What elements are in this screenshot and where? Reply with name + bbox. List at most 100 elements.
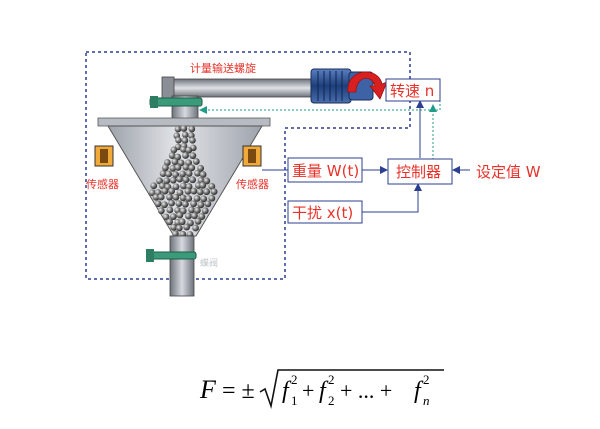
material-ball [175,200,183,208]
material-ball [162,213,170,221]
material-ball [171,158,179,166]
error-formula: F = ± f 2 1 + f 2 2 + ... + f 2 n [198,364,458,414]
material-ball [157,207,165,215]
material-ball [181,131,189,139]
material-ball [194,169,201,177]
material-ball [203,177,211,185]
material-ball [188,125,196,133]
material-ball [193,207,201,214]
material-ball [203,188,210,196]
term3-sub: n [423,393,430,408]
setpoint-label: 设定值 W [476,163,541,181]
material-ball [197,201,205,209]
material-ball [170,223,178,231]
material-ball [192,224,199,232]
sensor-right-label: 传感器 [236,178,269,191]
material-ball [182,152,189,159]
material-ball [176,175,184,183]
sqrt-sign-icon [259,369,444,410]
material-ball [185,146,193,154]
material-ball [168,199,175,207]
material-ball [166,193,173,201]
material-ball [188,164,196,172]
material-ball [208,194,216,202]
material-ball [198,213,206,220]
term2-sub: 2 [328,393,335,408]
motor [310,68,352,104]
term3-exp: 2 [423,372,430,387]
speed-box [385,78,441,102]
material-ball [161,201,168,209]
material-ball [180,125,188,132]
material-ball [190,200,198,208]
valve-knob [146,249,154,262]
material-ball [199,171,207,178]
material-ball [168,187,176,195]
screw-conveyor [169,78,319,98]
material-ball [200,195,208,203]
material-ball [197,164,205,172]
material-ball [159,182,166,190]
speed-label: 转速 n [390,82,434,100]
disturbance-to-controller-arrow [362,183,422,213]
motor-fins [317,71,343,101]
scale-boundary-dashed [85,51,411,280]
material-ball [172,171,180,179]
material-ball [166,206,174,214]
material-ball [176,189,184,197]
material-ball [179,170,187,178]
sensor-left-core [100,149,108,163]
material-ball [189,152,197,160]
material-ball [192,158,200,165]
material-ball [165,170,173,178]
material-ball [148,189,156,197]
material-ball [185,212,192,220]
disturbance-box [287,200,363,224]
material-ball [174,164,182,171]
material-ball [169,176,177,184]
material-ball [168,152,176,159]
material-ball [190,187,198,195]
formula-lhs: F [199,375,217,404]
material-ball [170,213,177,221]
material-ball [181,200,189,208]
controller-box [387,158,453,185]
material-ball [210,188,218,195]
material-ball [185,195,193,202]
material-ball [161,187,169,195]
material-ball [179,194,187,202]
material-ball [172,183,180,191]
material-ball [170,146,178,154]
outlet-pipe [169,235,195,297]
material-ball [182,163,190,171]
hopper-rim [97,117,271,127]
disturbance-label: 干扰 x(t) [292,204,353,222]
material-ball [174,125,182,133]
material-ball [159,170,167,178]
formula-op: = ± [222,378,255,404]
material-ball [178,218,186,226]
material-ball [189,176,197,184]
material-ball [180,182,187,190]
material-ball [156,177,163,185]
term1-exp: 2 [291,372,298,387]
material-ball [184,187,192,195]
material-ball [172,230,179,238]
material-ball [157,193,165,201]
material-ball [188,206,195,214]
material-ball [175,224,183,232]
term3: f [414,378,424,404]
material-ball [152,193,160,201]
term1: f [282,378,292,404]
material-ball [199,181,207,189]
formula-dots: + ... + [340,378,392,403]
weight-label: 重量 W(t) [292,162,359,180]
material-ball [172,193,180,201]
material-ball [185,170,193,177]
material-ball [204,200,212,208]
material-ball [162,164,169,172]
material-ball [166,218,174,226]
material-ball [208,182,216,190]
material-ball [169,164,177,172]
material-ball [150,182,158,190]
